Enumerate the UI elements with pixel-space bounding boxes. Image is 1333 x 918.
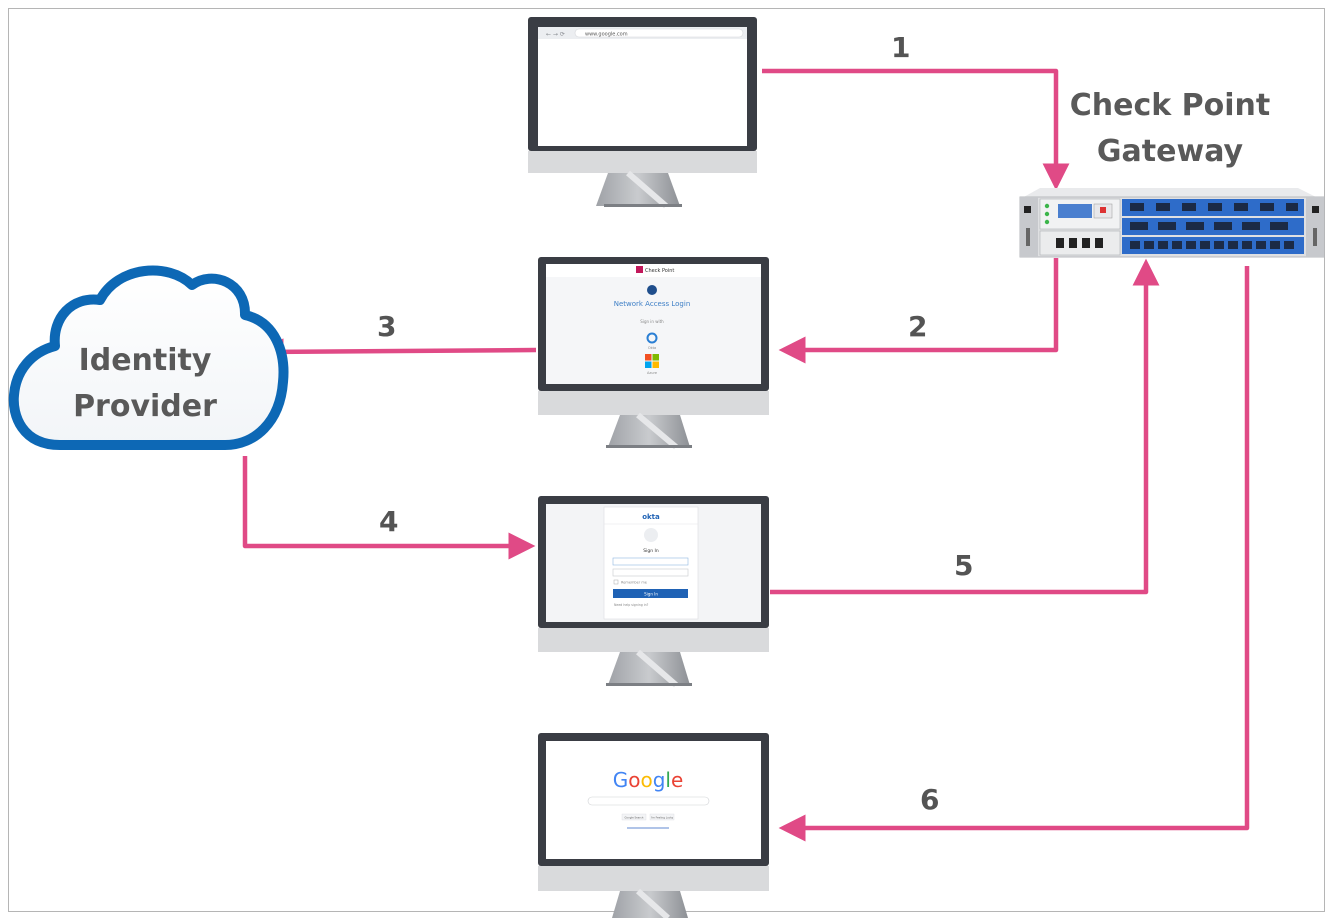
step-3-label: 3 (377, 310, 397, 343)
arrow-step-1 (762, 68, 1070, 191)
svg-text:Sign in with: Sign in with (640, 319, 664, 324)
svg-text:Sign In: Sign In (644, 592, 658, 597)
step-6-label: 6 (920, 783, 940, 816)
monitor-browser: ← → ⟳ www.google.com (528, 17, 757, 209)
arrow-step-6 (778, 266, 1250, 842)
svg-text:okta: okta (642, 513, 660, 521)
gateway-title-line1: Check Point (1069, 88, 1271, 123)
arrow-step-5 (770, 258, 1160, 595)
step-1-label: 1 (891, 31, 911, 64)
step-2-label: 2 (908, 310, 928, 343)
svg-text:Check Point: Check Point (645, 268, 674, 274)
identity-provider-cloud (8, 265, 289, 450)
monitor-okta: okta Sign In Remember me Sign In Need he… (538, 496, 769, 688)
cloud-label-line2: Provider (73, 389, 217, 424)
checkpoint-gateway-appliance (1019, 188, 1325, 258)
gateway-title-line2: Gateway (1096, 134, 1244, 169)
svg-text:Azure: Azure (647, 371, 657, 375)
svg-text:I'm Feeling Lucky: I'm Feeling Lucky (651, 816, 674, 820)
arrows (242, 68, 1250, 842)
gateway-title: Check Point Gateway (1050, 83, 1290, 175)
svg-text:Google Search: Google Search (625, 816, 644, 820)
svg-text:← → ⟳: ← → ⟳ (546, 31, 565, 38)
svg-text:Okta: Okta (648, 346, 656, 350)
google-logo: Google (613, 768, 684, 792)
browser-url: www.google.com (585, 32, 628, 38)
step-5-label: 5 (954, 549, 974, 582)
arrow-step-2 (778, 258, 1059, 364)
arrow-step-3 (256, 338, 537, 366)
svg-text:Need help signing in?: Need help signing in? (614, 603, 649, 607)
svg-text:Remember me: Remember me (621, 581, 647, 585)
svg-text:Network Access Login: Network Access Login (614, 300, 691, 308)
monitor-network-login: Check Point Network Access Login Sign in… (538, 257, 769, 450)
cloud-label-line1: Identity (78, 343, 212, 378)
step-4-label: 4 (379, 505, 399, 538)
svg-text:Sign In: Sign In (643, 548, 659, 554)
cloud-label: Identity Provider (40, 338, 250, 430)
monitor-google: Google Google Search I'm Feeling Lucky (538, 733, 769, 918)
arrow-step-4 (242, 456, 536, 560)
